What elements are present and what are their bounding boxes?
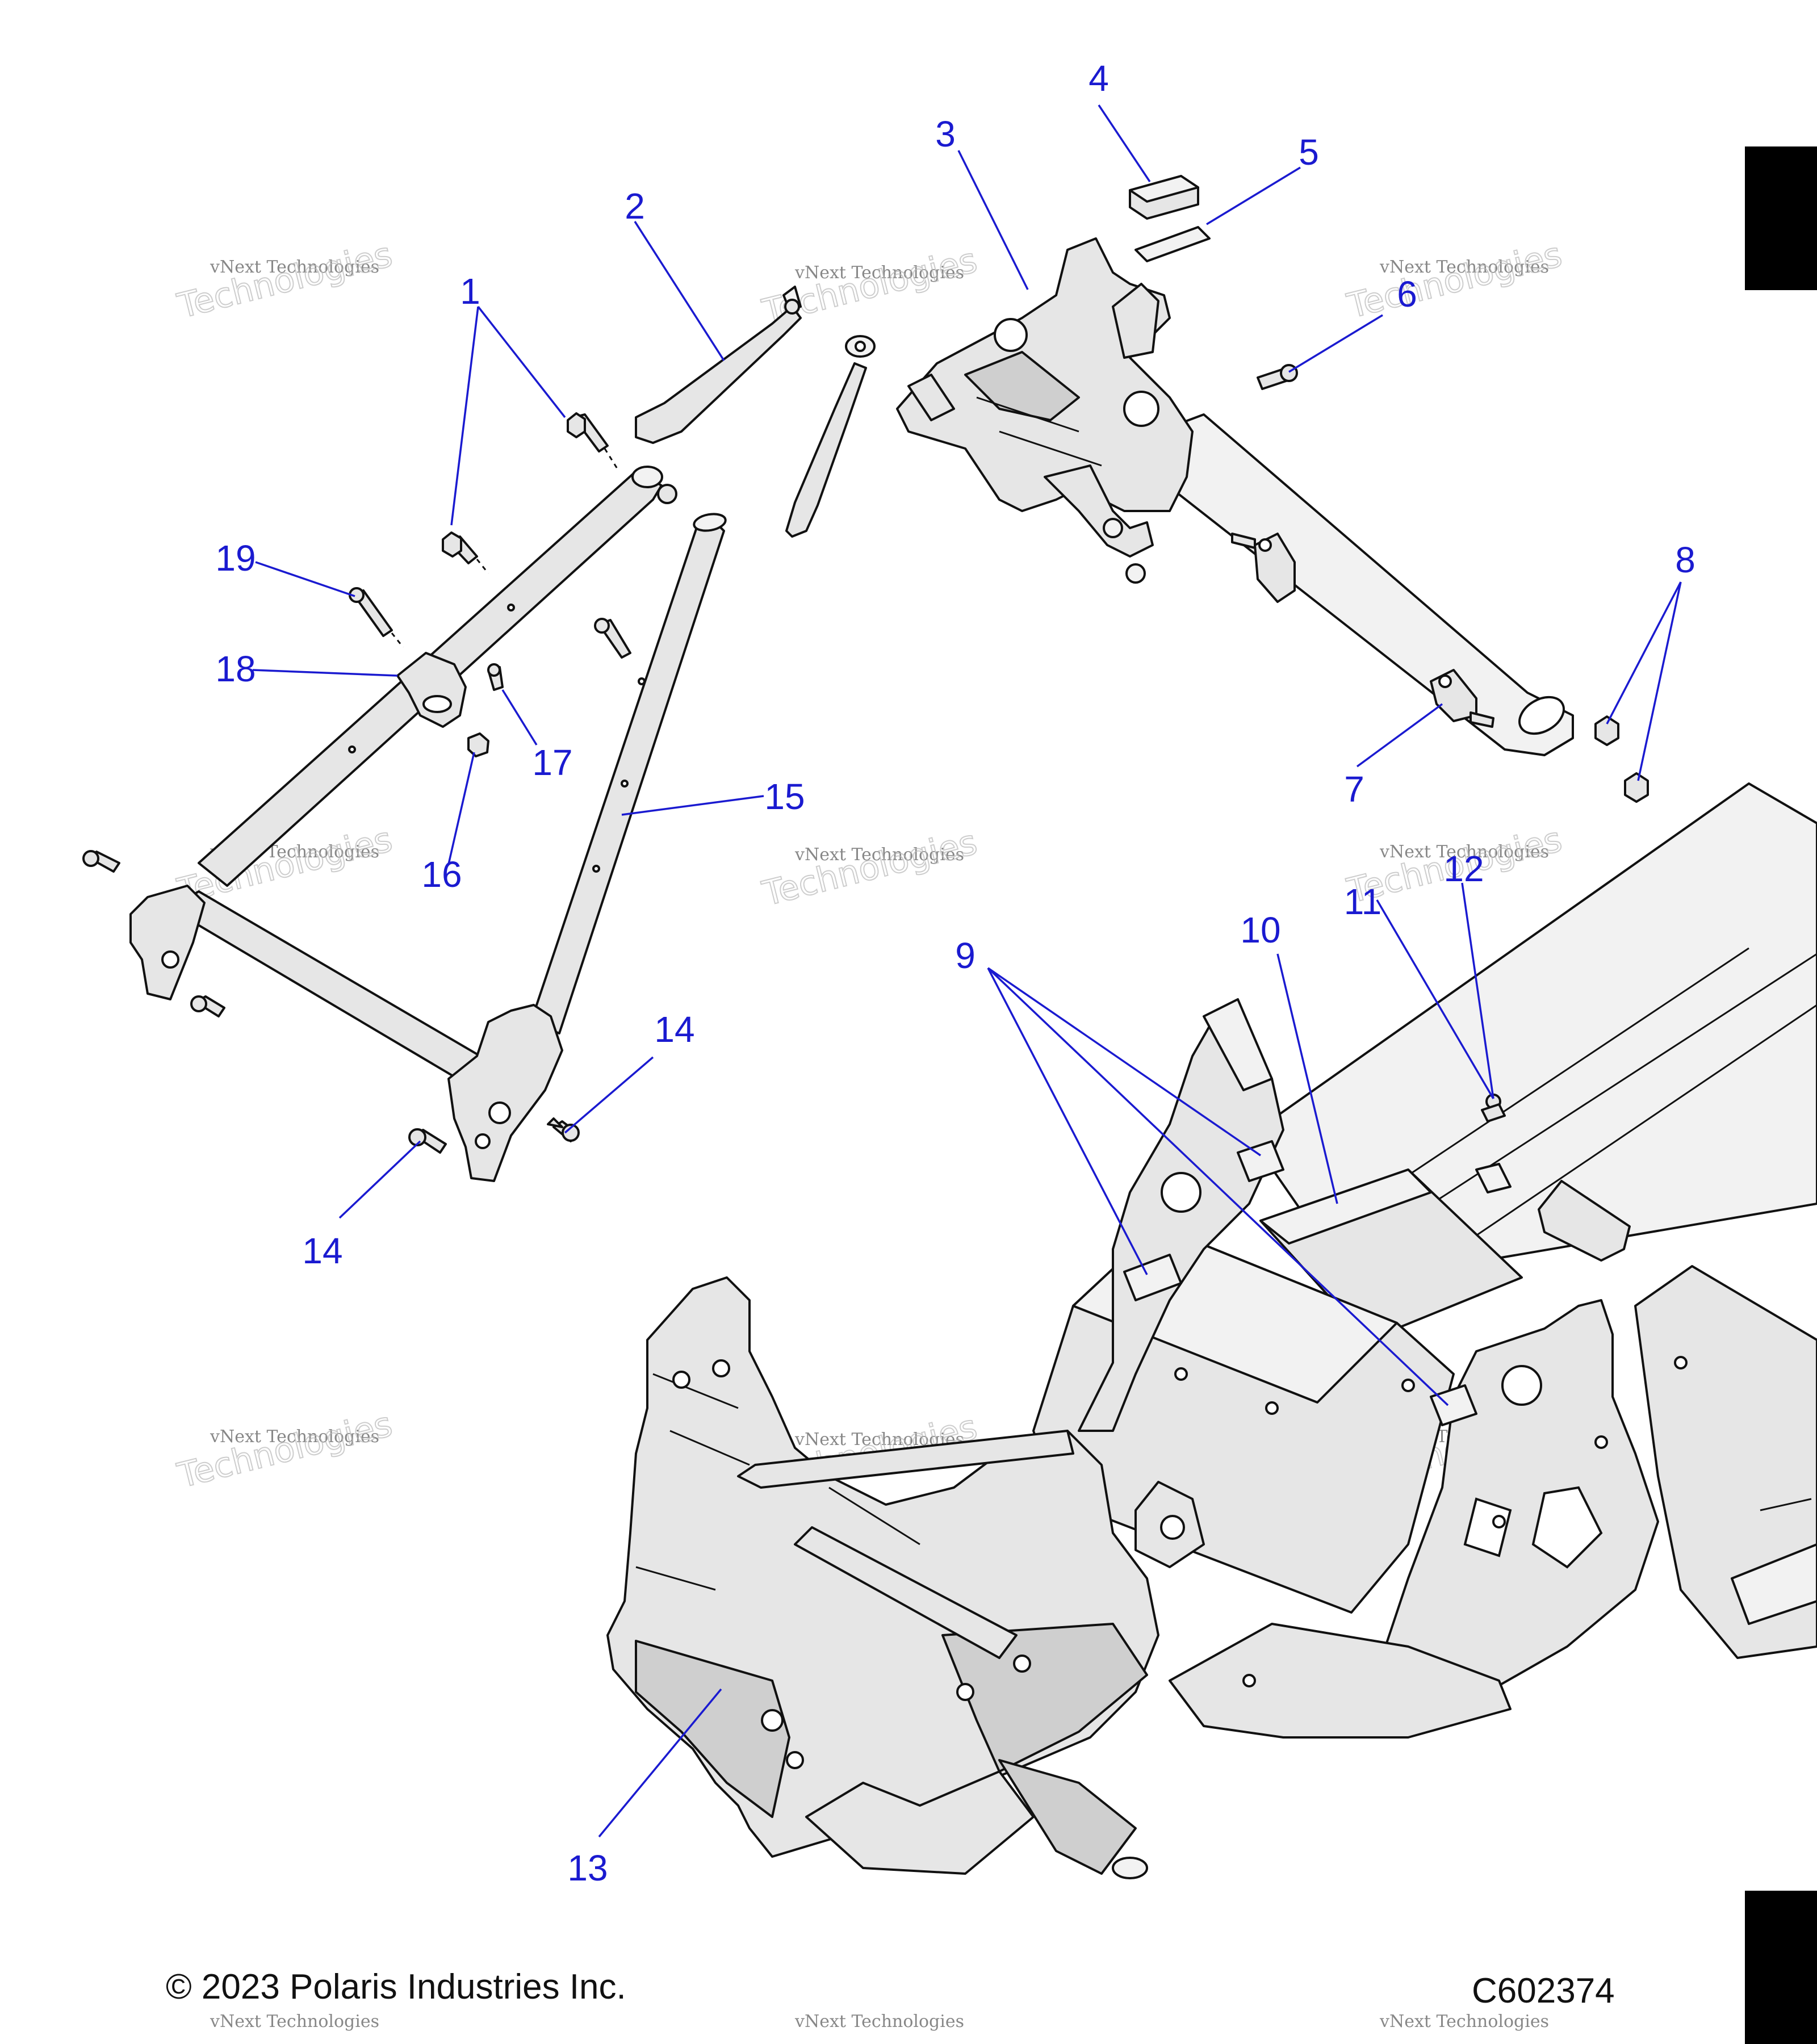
callout-6: 6: [1397, 274, 1417, 315]
svg-text:Technologies: Technologies: [174, 234, 396, 326]
svg-text:vNext Technologies: vNext Technologies: [794, 263, 964, 283]
callout-14-right: 14: [654, 1009, 694, 1050]
svg-text:vNext Technologies: vNext Technologies: [794, 845, 964, 865]
foam-pad: [1129, 175, 1199, 220]
callout-15: 15: [764, 776, 805, 817]
svg-text:vNext Technologies: vNext Technologies: [1379, 842, 1549, 862]
link-rod-2b: [785, 335, 876, 538]
callout-18: 18: [215, 648, 256, 689]
callout-10: 10: [1240, 910, 1280, 950]
svg-text:vNext Technologies: vNext Technologies: [210, 257, 379, 277]
callout-3: 3: [935, 114, 956, 154]
bolt-1a: [567, 412, 620, 472]
callouts: 1 2 3 4 5 6 7 8 9 10 11 12 13 14 14 15 1…: [215, 58, 1695, 1888]
callout-7: 7: [1344, 769, 1364, 810]
callout-8: 8: [1675, 539, 1695, 580]
svg-text:Technologies: Technologies: [759, 822, 981, 914]
bolt-6: [1257, 364, 1298, 390]
bolt-14b: [547, 1117, 580, 1142]
bolt-end-mid: [190, 995, 225, 1017]
svg-text:vNext Technologies: vNext Technologies: [210, 1427, 379, 1447]
main-chassis: [606, 782, 1817, 1879]
svg-text:Technologies: Technologies: [174, 1404, 396, 1496]
svg-text:Technologies: Technologies: [1343, 234, 1566, 326]
bolt-19: [349, 587, 404, 648]
callout-11: 11: [1344, 881, 1381, 922]
edge-tab-top: [1745, 146, 1817, 290]
nut-8b: [1624, 772, 1649, 803]
callout-4: 4: [1088, 58, 1109, 99]
bolt-mid: [594, 618, 631, 659]
callout-5: 5: [1299, 132, 1319, 173]
link-rod-2a: [635, 286, 802, 444]
callout-17: 17: [532, 742, 572, 783]
adhesive-pad: [1134, 226, 1211, 262]
callout-13: 13: [567, 1848, 608, 1888]
edge-tab-bottom: [1745, 1891, 1817, 2044]
svg-text:vNext Technologies: vNext Technologies: [794, 2012, 964, 2032]
diagram-id: C602374: [1472, 1971, 1615, 2011]
watermark: vNext Technologies: [794, 2012, 964, 2032]
callout-2: 2: [625, 186, 645, 227]
callout-1: 1: [460, 271, 480, 312]
nut-16: [467, 732, 489, 757]
svg-text:vNext Technologies: vNext Technologies: [1379, 2012, 1549, 2032]
screw-17: [487, 663, 504, 691]
svg-text:vNext Technologies: vNext Technologies: [210, 2012, 379, 2032]
nut-8a: [1594, 715, 1619, 746]
callout-19: 19: [215, 538, 256, 579]
clamp-18: [396, 652, 467, 728]
callout-9: 9: [955, 935, 976, 976]
callout-16: 16: [421, 854, 462, 895]
bracket-7b: [1231, 533, 1296, 603]
watermark: vNext Technologies: [210, 2012, 379, 2032]
callout-12: 12: [1443, 848, 1484, 889]
bolt-end-left: [82, 850, 120, 873]
upper-frame-support: [896, 237, 1574, 756]
callout-14-left: 14: [302, 1230, 342, 1271]
bolt-1b: [442, 531, 489, 574]
copyright-text: © 2023 Polaris Industries Inc.: [166, 1967, 626, 2007]
leader-lines: [252, 104, 1682, 1838]
bracket-7a: [1430, 669, 1494, 728]
bolt-14a: [408, 1128, 447, 1154]
svg-text:vNext Technologies: vNext Technologies: [1379, 257, 1549, 277]
watermark: vNext Technologies: [1379, 2012, 1549, 2032]
